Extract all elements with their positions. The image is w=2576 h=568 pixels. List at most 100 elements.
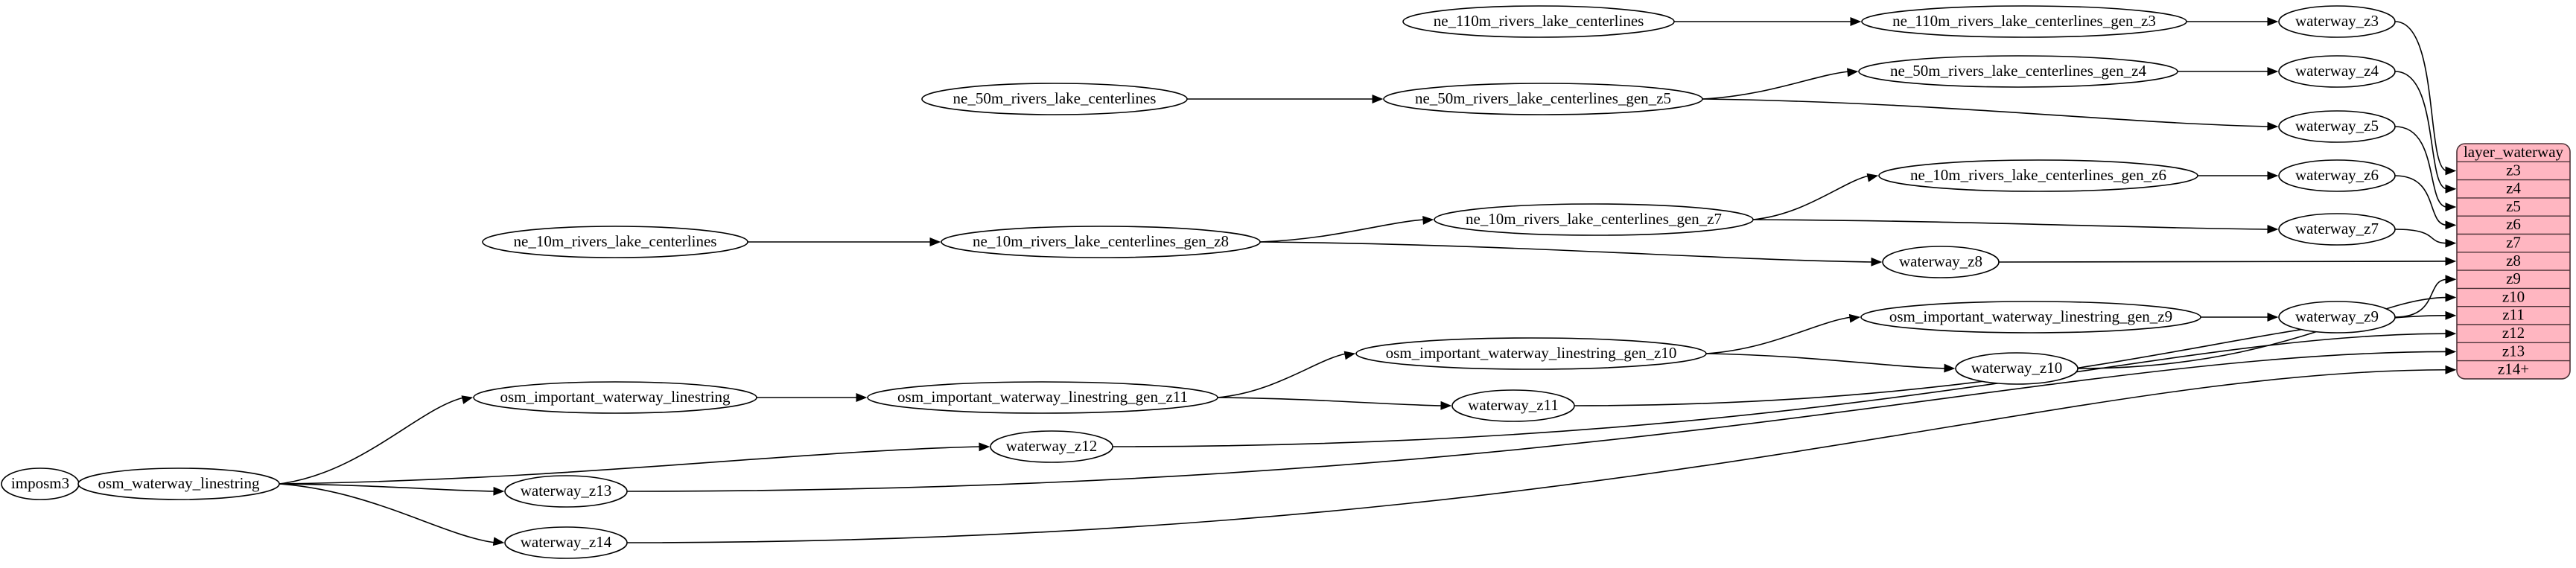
node-label: waterway_z13 [521,482,611,500]
record-row-z12[interactable]: z12 [2457,324,2570,343]
edge-waterway_z10-to-layer_waterway-z10 [2077,293,2457,369]
record-row-z3[interactable]: z3 [2457,161,2570,181]
node-label: ne_50m_rivers_lake_centerlines_gen_z5 [1415,89,1671,107]
edge-arrowhead [2445,310,2457,320]
node-waterway_z3[interactable]: waterway_z3 [2278,5,2396,38]
node-waterway_z7[interactable]: waterway_z7 [2278,213,2396,246]
record-row-label: z7 [2506,233,2521,251]
record-row-label: z4 [2506,179,2521,197]
record-row-label: z6 [2506,215,2521,233]
node-label: ne_110m_rivers_lake_centerlines [1434,12,1644,30]
edge-arrowhead [1372,95,1384,103]
node-ellipse [921,83,1188,115]
record-row-label: z5 [2506,197,2521,215]
node-waterway_z11[interactable]: waterway_z11 [1451,389,1575,422]
node-ne_10m_rivers_lake_centerlines_gen_z8[interactable]: ne_10m_rivers_lake_centerlines_gen_z8 [941,226,1261,258]
edge-arrowhead [2445,365,2457,374]
edge-line [1705,353,1947,369]
record-row-label: z12 [2502,324,2525,342]
node-waterway_z10[interactable]: waterway_z10 [1955,352,2079,385]
node-ellipse [1434,203,1754,236]
edge-osm_waterway_linestring-to-waterway_z13 [279,483,505,496]
node-ne_10m_rivers_lake_centerlines[interactable]: ne_10m_rivers_lake_centerlines [482,226,748,258]
node-osm_important_waterway_linestring_gen_z10[interactable]: osm_important_waterway_linestring_gen_z1… [1355,337,1707,370]
edge-osm_waterway_linestring-to-waterway_z14 [279,483,505,546]
edge-line [279,483,496,543]
edge-arrowhead [2267,17,2279,26]
edge-arrowhead [2445,202,2457,211]
edge-line [279,483,496,492]
node-waterway_z14[interactable]: waterway_z14 [504,526,628,559]
record-row-label: z10 [2502,287,2525,305]
edge-arrowhead [1846,68,1859,77]
edge-line [626,351,2448,492]
node-ne_110m_rivers_lake_centerlines_gen_z3[interactable]: ne_110m_rivers_lake_centerlines_gen_z3 [1861,5,2187,38]
node-ellipse [1882,246,2000,278]
record-row-label: z13 [2502,342,2525,360]
node-ellipse [2278,159,2396,192]
node-osm_important_waterway_linestring_gen_z11[interactable]: osm_important_waterway_linestring_gen_z1… [867,381,1218,414]
node-ellipse [990,430,1113,463]
node-osm_important_waterway_linestring[interactable]: osm_important_waterway_linestring [473,381,757,414]
edge-arrowhead [2445,220,2457,230]
edge-waterway_z4-to-layer_waterway-z4 [2394,71,2457,194]
record-row-z7[interactable]: z7 [2457,233,2570,253]
node-ellipse [2278,213,2396,246]
node-ne_110m_rivers_lake_centerlines[interactable]: ne_110m_rivers_lake_centerlines [1402,5,1675,38]
node-ne_10m_rivers_lake_centerlines_gen_z7[interactable]: ne_10m_rivers_lake_centerlines_gen_z7 [1434,203,1754,236]
record-row-z14+[interactable]: z14+ [2498,360,2529,378]
node-label: waterway_z6 [2295,166,2379,184]
node-ne_50m_rivers_lake_centerlines[interactable]: ne_50m_rivers_lake_centerlines [921,83,1188,115]
node-waterway_z4[interactable]: waterway_z4 [2278,55,2396,88]
node-waterway_z12[interactable]: waterway_z12 [990,430,1113,463]
node-ne_50m_rivers_lake_centerlines_gen_z5[interactable]: ne_50m_rivers_lake_centerlines_gen_z5 [1383,83,1703,115]
node-waterway_z5[interactable]: waterway_z5 [2278,110,2396,143]
node-ne_50m_rivers_lake_centerlines_gen_z4[interactable]: ne_50m_rivers_lake_centerlines_gen_z4 [1858,55,2178,88]
node-imposm3[interactable]: imposm3 [1,468,80,500]
node-ellipse [1402,5,1675,38]
edge-arrowhead [1866,173,1879,182]
node-waterway_z8[interactable]: waterway_z8 [1882,246,2000,278]
record-row-z4[interactable]: z4 [2457,179,2570,199]
node-label: osm_waterway_linestring [98,474,260,492]
record-row-label: z8 [2506,252,2521,269]
record-row-z5[interactable]: z5 [2457,197,2570,217]
edge-arrowhead [2445,329,2457,339]
node-ellipse [1860,301,2201,334]
record-row-z8[interactable]: z8 [2457,252,2570,271]
record-row-z10[interactable]: z10 [2457,287,2570,307]
edge-line [2394,21,2448,172]
node-osm_waterway_linestring[interactable]: osm_waterway_linestring [77,468,280,500]
record-row-z6[interactable]: z6 [2457,215,2570,235]
node-osm_important_waterway_linestring_gen_z9[interactable]: osm_important_waterway_linestring_gen_z9 [1860,301,2201,334]
edge-arrowhead [2445,257,2457,266]
node-waterway_z9[interactable]: waterway_z9 [2278,301,2396,334]
node-ellipse [482,226,748,258]
node-waterway_z6[interactable]: waterway_z6 [2278,159,2396,192]
node-ellipse [1955,352,2079,385]
node-ellipse [504,526,628,559]
record-header-cell[interactable]: layer_waterway [2457,143,2570,163]
record-row-z11[interactable]: z11 [2457,306,2570,325]
edge-arrowhead [1440,401,1452,410]
node-ne_10m_rivers_lake_centerlines_gen_z6[interactable]: ne_10m_rivers_lake_centerlines_gen_z6 [1878,159,2198,192]
edge-waterway_z14-to-layer_waterway-z14- [626,365,2457,543]
edge-ne_110m_rivers_lake_centerlines-to-ne_110m_rivers_lake_centerlines_gen_z3 [1674,17,1862,26]
node-ellipse [2278,110,2396,143]
edge-line [1702,98,2270,127]
record-row-z13[interactable]: z13 [2457,342,2570,362]
edge-arrowhead [1944,363,1956,373]
record-row-label: z9 [2506,269,2521,287]
edge-ne_10m_rivers_lake_centerlines_gen_z8-to-ne_10m_rivers_lake_centerlines_gen_z7 [1259,215,1434,243]
node-label: waterway_z5 [2295,117,2379,135]
node-waterway_z13[interactable]: waterway_z13 [504,475,628,508]
nodes-layer: imposm3 osm_waterway_linestring osm_import… [1,5,2396,559]
edge-arrowhead [2445,238,2457,248]
record-row-z9[interactable]: z9 [2457,269,2570,290]
edge-ne_10m_rivers_lake_centerlines_gen_z7-to-ne_10m_rivers_lake_centerlines_gen_z6 [1752,173,1879,220]
node-ellipse [2278,5,2396,38]
edge-osm_important_waterway_linestring-to-osm_important_waterway_linestring_gen_z11 [756,393,868,402]
record-node-layer-waterway[interactable]: layer_waterwayz3z4z5z6z7z8z9z10z11z12z13… [2456,143,2571,380]
